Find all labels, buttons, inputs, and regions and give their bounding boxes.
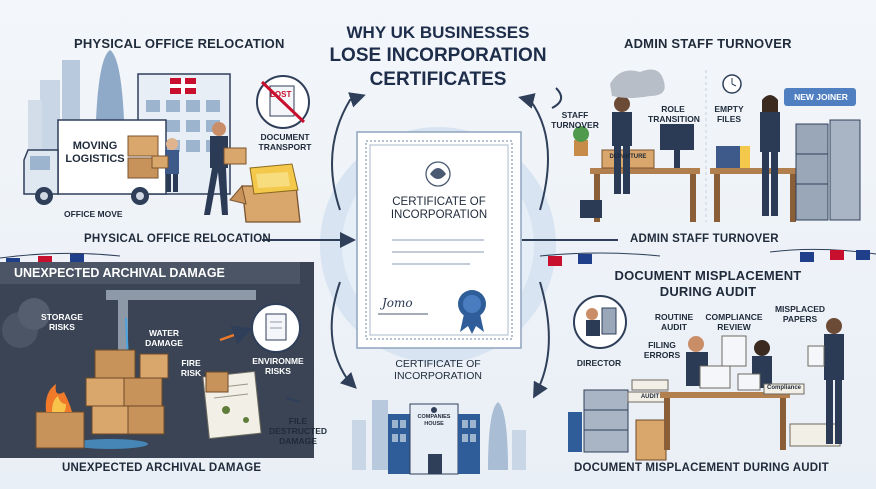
box-stack (72, 349, 169, 449)
misplaced-papers-label: MISPLACED PAPERS (774, 304, 826, 324)
office-move-label: OFFICE MOVE (64, 209, 123, 219)
city-skyline-center (352, 400, 526, 470)
title-line-1: WHY UK BUSINESSES (346, 23, 530, 42)
audit-desk-scene (660, 318, 844, 450)
fire-risk-label: FIRE RISK (180, 358, 202, 378)
storage-risks-label: STORAGE RISKS (41, 312, 83, 332)
file-destructed-label: FILE DESTRUCTED DAMAGE (268, 416, 328, 446)
archival-heading: UNEXPECTED ARCHIVAL DAMAGE (14, 266, 225, 280)
role-transition-label: ROLE TRANSITION (648, 104, 700, 124)
certificate-caption: CERTIFICATE OF INCORPORATION (394, 358, 482, 382)
arrow-archival (330, 281, 357, 389)
document-transport-label: DOCUMENT TRANSPORT (258, 132, 312, 152)
arrow-turnover (518, 93, 549, 211)
damaged-documents (202, 370, 262, 440)
certificate-signature: Jomo (382, 296, 413, 310)
main-title: WHY UK BUSINESSES LOSE INCORPORATION CER… (300, 22, 576, 92)
audit-heading: DOCUMENT MISPLACEMENT DURING AUDIT (614, 268, 802, 299)
turnover-heading: ADMIN STAFF TURNOVER (624, 36, 792, 51)
filing-cabinet-audit (568, 379, 669, 461)
compliance-review-label: COMPLIANCE REVIEW (705, 312, 763, 332)
routine-audit-label: ROUTINE AUDIT (654, 312, 694, 332)
turnover-footer: ADMIN STAFF TURNOVER (630, 233, 779, 245)
moving-truck (23, 119, 167, 205)
arrow-relocation (331, 92, 366, 211)
audit-footer: DOCUMENT MISPLACEMENT DURING AUDIT (574, 462, 829, 474)
worker-carrying-box (151, 138, 179, 192)
lost-tag: LOST (270, 90, 292, 99)
staff-turnover-label: STAFF TURNOVER (551, 110, 599, 130)
arrow-audit (533, 281, 550, 399)
relocation-footer: PHYSICAL OFFICE RELOCATION (84, 233, 271, 245)
director-badge (573, 295, 627, 349)
departure-box-label: DEPARTURE (609, 154, 647, 160)
water-damage-label: WATER DAMAGE (145, 328, 183, 348)
audit-tag: AUDIT (640, 394, 660, 400)
compliance-tag: Compliance (766, 385, 801, 391)
new-joiner-tag: NEW JOINER (794, 92, 848, 102)
certificate-title: CERTIFICATE OF INCORPORATION (390, 196, 488, 221)
staff-desk-scene (573, 69, 700, 222)
van-text: MOVING LOGISTICS (65, 140, 125, 165)
empty-desk-scene (705, 70, 861, 222)
archival-footer: UNEXPECTED ARCHIVAL DAMAGE (62, 462, 262, 474)
companies-house-sign: COMPANIES HOUSE (417, 414, 451, 427)
lost-document-badge (256, 75, 310, 129)
environment-risks-label: ENVIRONME RISKS (252, 356, 304, 376)
open-box-with-folders (229, 163, 301, 223)
empty-files-label: EMPTY FILES (714, 104, 744, 124)
businessman-with-box (204, 122, 247, 215)
title-line-2: LOSE INCORPORATION CERTIFICATES (329, 45, 547, 90)
director-label: DIRECTOR (576, 358, 622, 368)
fire-box (2, 298, 85, 449)
certificate-document (356, 131, 522, 349)
bunting-right (539, 248, 876, 266)
companies-house-building (388, 403, 480, 475)
environment-risk-badge (219, 303, 301, 353)
filing-errors-label: FILING ERRORS (643, 340, 681, 360)
relocation-heading: PHYSICAL OFFICE RELOCATION (74, 36, 285, 51)
